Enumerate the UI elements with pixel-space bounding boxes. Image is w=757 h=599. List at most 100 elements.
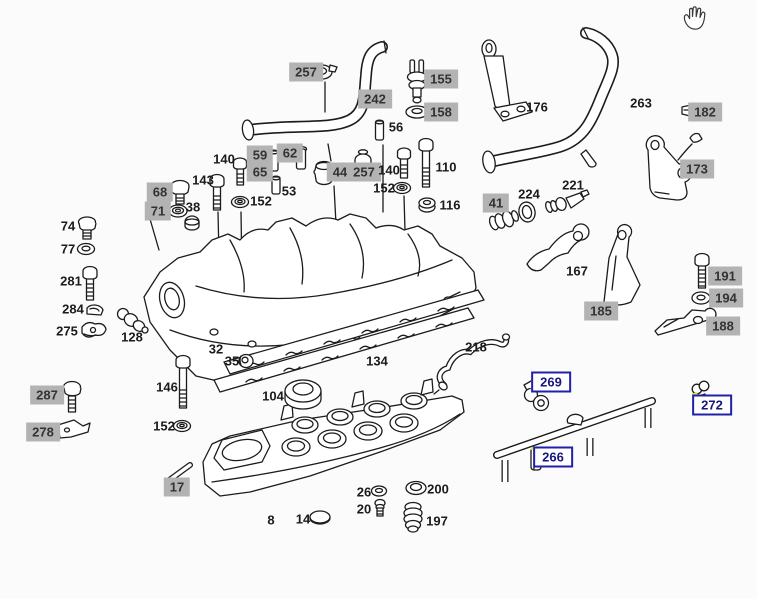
part-label-158[interactable]: 158 (424, 102, 458, 122)
clip-284-icon (86, 304, 104, 316)
part-label-257[interactable]: 257 (347, 162, 381, 182)
part-label-146[interactable]: 146 (156, 379, 178, 395)
bolt-146-icon (175, 354, 191, 409)
screw-74-icon (77, 216, 97, 240)
plug-197-icon (403, 501, 423, 533)
valve-221-icon (545, 189, 590, 213)
part-label-140[interactable]: 140 (378, 162, 400, 178)
part-label-194[interactable]: 194 (709, 288, 743, 308)
part-label-257[interactable]: 257 (289, 62, 323, 82)
part-label-173[interactable]: 173 (680, 159, 714, 179)
part-label-77[interactable]: 77 (60, 241, 76, 257)
part-label-71[interactable]: 71 (144, 201, 172, 221)
part-label-44[interactable]: 44 (326, 162, 354, 182)
part-label-266[interactable]: 266 (533, 446, 573, 468)
part-label-62[interactable]: 62 (276, 143, 304, 163)
part-label-65[interactable]: 65 (246, 162, 274, 182)
part-label-269[interactable]: 269 (531, 371, 571, 393)
hand-cursor-icon (683, 6, 706, 30)
part-drawing-176 (481, 39, 533, 122)
part-drawing-185 (603, 223, 641, 306)
fitting-41-icon (488, 210, 520, 231)
part-label-32[interactable]: 32 (208, 341, 224, 357)
part-label-287[interactable]: 287 (30, 385, 64, 405)
part-label-41[interactable]: 41 (482, 193, 510, 213)
bolt-140-left-icon (232, 157, 248, 186)
bolt-140-right-icon (396, 147, 412, 179)
part-label-140[interactable]: 140 (213, 151, 235, 167)
part-label-53[interactable]: 53 (281, 183, 297, 199)
part-drawing-263 (482, 27, 619, 174)
bracket-278-icon (57, 419, 91, 439)
part-label-74[interactable]: 74 (60, 218, 76, 234)
part-label-155[interactable]: 155 (424, 69, 458, 89)
part-label-14[interactable]: 14 (295, 511, 311, 527)
part-label-284[interactable]: 284 (62, 301, 84, 317)
part-label-20[interactable]: 20 (356, 501, 372, 517)
part-label-110[interactable]: 110 (435, 159, 457, 175)
part-label-152[interactable]: 152 (250, 193, 272, 209)
washer-152c-icon (172, 419, 192, 433)
part-drawing-134 (213, 307, 475, 393)
part-drawing-167 (526, 223, 590, 272)
part-label-221[interactable]: 221 (562, 177, 584, 193)
part-drawing-242 (241, 40, 388, 141)
part-label-152[interactable]: 152 (153, 418, 175, 434)
part-drawing-8 (202, 378, 465, 497)
bolt-110-icon (418, 137, 434, 188)
part-label-38[interactable]: 38 (185, 199, 201, 215)
part-label-134[interactable]: 134 (366, 353, 388, 369)
part-label-188[interactable]: 188 (706, 316, 740, 336)
part-label-191[interactable]: 191 (708, 266, 742, 286)
part-label-128[interactable]: 128 (121, 329, 143, 345)
sensor-128-icon (116, 307, 149, 334)
part-label-281[interactable]: 281 (60, 273, 82, 289)
screw-20-icon (374, 498, 386, 517)
bolt-143-icon (209, 173, 225, 211)
grommet-35-icon (238, 353, 254, 369)
part-label-104[interactable]: 104 (262, 388, 284, 404)
part-label-143[interactable]: 143 (192, 172, 214, 188)
part-label-8[interactable]: 8 (267, 512, 275, 528)
part-label-224[interactable]: 224 (518, 186, 540, 202)
part-label-263[interactable]: 263 (630, 95, 652, 111)
part-label-197[interactable]: 197 (426, 513, 448, 529)
ring-224-icon (518, 201, 536, 223)
washer-152b-icon (392, 181, 412, 195)
ring-200-icon (405, 480, 427, 496)
washer-26-icon (370, 485, 388, 497)
sleeve-56-icon (374, 119, 385, 141)
part-label-182[interactable]: 182 (688, 102, 722, 122)
part-label-167[interactable]: 167 (566, 263, 588, 279)
cap-14-icon (309, 510, 331, 525)
part-label-116[interactable]: 116 (439, 197, 461, 213)
part-label-68[interactable]: 68 (146, 182, 174, 202)
part-label-185[interactable]: 185 (584, 301, 618, 321)
nut-116-icon (418, 197, 436, 213)
part-drawing-218 (433, 333, 511, 395)
part-label-59[interactable]: 59 (246, 145, 274, 165)
part-label-17[interactable]: 17 (163, 477, 191, 497)
part-label-26[interactable]: 26 (356, 484, 372, 500)
part-label-200[interactable]: 200 (427, 481, 449, 497)
washer-152a-icon (230, 195, 250, 209)
part-label-278[interactable]: 278 (26, 422, 60, 442)
bolt-191-icon (694, 252, 710, 289)
part-label-176[interactable]: 176 (526, 99, 548, 115)
seal-104-icon (284, 379, 322, 410)
part-label-272[interactable]: 272 (692, 394, 732, 416)
cap-38-icon (184, 215, 200, 231)
part-label-275[interactable]: 275 (56, 323, 78, 339)
part-label-152[interactable]: 152 (373, 180, 395, 196)
part-drawing-fuel-rail (493, 397, 656, 482)
part-label-218[interactable]: 218 (465, 339, 487, 355)
part-label-56[interactable]: 56 (388, 119, 404, 135)
part-label-242[interactable]: 242 (358, 89, 392, 109)
part-drawing-manifold-flange (223, 289, 485, 375)
part-label-35[interactable]: 35 (224, 353, 240, 369)
clamp-275-icon (81, 321, 107, 338)
washer-77-icon (76, 242, 96, 256)
